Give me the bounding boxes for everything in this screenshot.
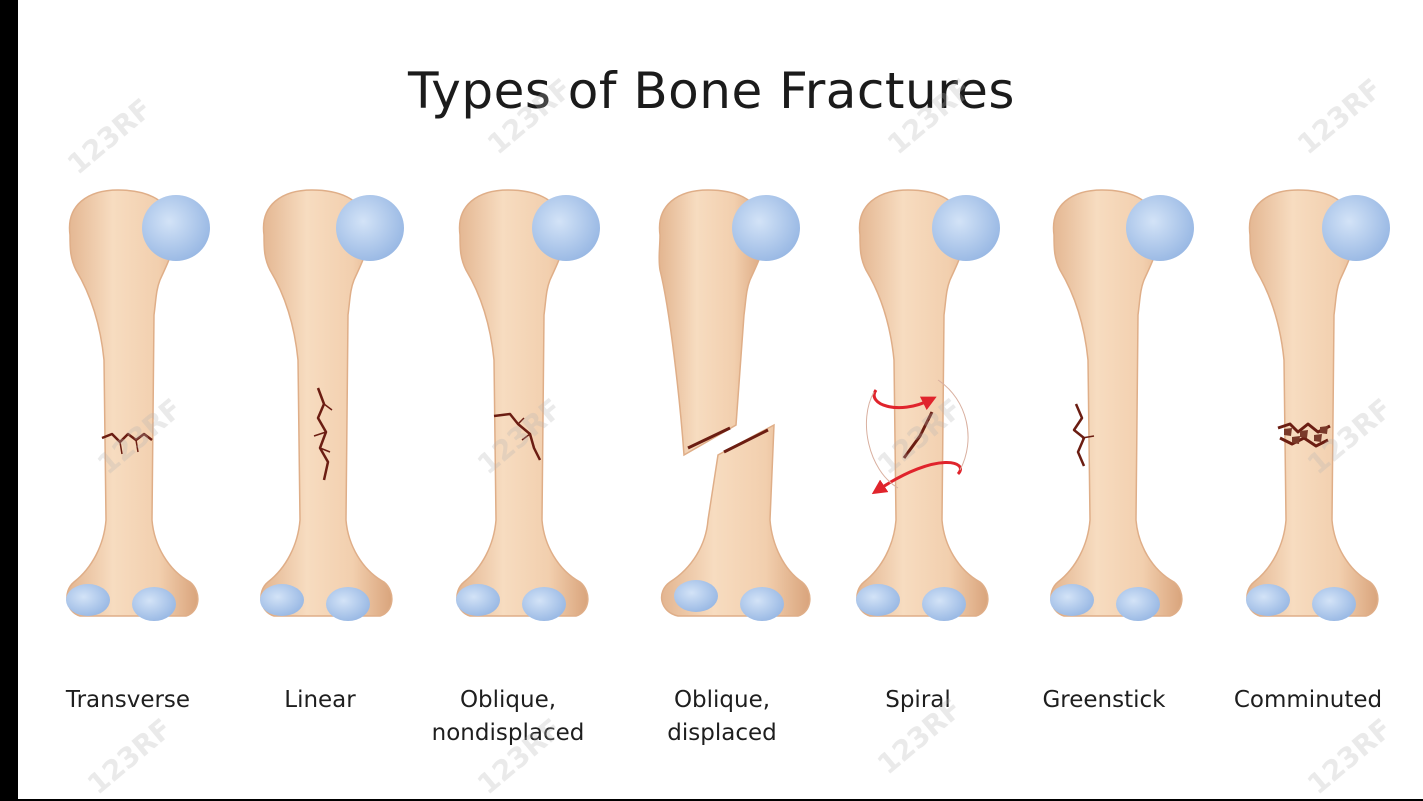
fracture-label-linear: Linear — [220, 684, 420, 717]
condyle-cartilage — [456, 584, 500, 616]
condyle-cartilage — [1116, 587, 1160, 621]
bone-spiral — [856, 190, 1000, 621]
femoral-head-cartilage — [732, 195, 800, 261]
femoral-head-cartilage — [932, 195, 1000, 261]
bone-oblique-nondisplaced — [456, 190, 600, 621]
fracture-line — [1074, 404, 1084, 466]
femoral-head-cartilage — [1126, 195, 1194, 261]
bone-linear — [260, 190, 404, 621]
fracture-label-oblique-nondisplaced: Oblique, nondisplaced — [408, 684, 608, 750]
condyle-cartilage — [1246, 584, 1290, 616]
bone-comminuted — [1246, 190, 1390, 621]
condyle-cartilage — [1050, 584, 1094, 616]
femoral-head-cartilage — [336, 195, 404, 261]
femoral-head-cartilage — [142, 195, 210, 261]
bone-fragment — [1292, 436, 1300, 444]
femoral-head-cartilage — [1322, 195, 1390, 261]
fracture-label-oblique-displaced: Oblique, displaced — [622, 684, 822, 750]
bone-fragment — [1320, 426, 1328, 434]
condyle-cartilage — [740, 587, 784, 621]
condyle-cartilage — [260, 584, 304, 616]
fracture-label-comminuted: Comminuted — [1208, 684, 1408, 717]
condyle-cartilage — [1312, 587, 1356, 621]
bone-greenstick — [1050, 190, 1194, 621]
bone-oblique-displaced — [659, 190, 810, 621]
condyle-cartilage — [326, 587, 370, 621]
fracture-label-greenstick: Greenstick — [1004, 684, 1204, 717]
femoral-head-cartilage — [532, 195, 600, 261]
condyle-cartilage — [66, 584, 110, 616]
bone-fragment — [1284, 428, 1292, 436]
bone-fragment — [1314, 434, 1322, 442]
bone-transverse — [66, 190, 210, 621]
condyle-cartilage — [522, 587, 566, 621]
condyle-cartilage — [856, 584, 900, 616]
condyle-cartilage — [674, 580, 718, 612]
fracture-label-spiral: Spiral — [818, 684, 1018, 717]
condyle-cartilage — [132, 587, 176, 621]
fracture-label-transverse: Transverse — [28, 684, 228, 717]
condyle-cartilage — [922, 587, 966, 621]
bone-fragment — [1300, 430, 1308, 438]
